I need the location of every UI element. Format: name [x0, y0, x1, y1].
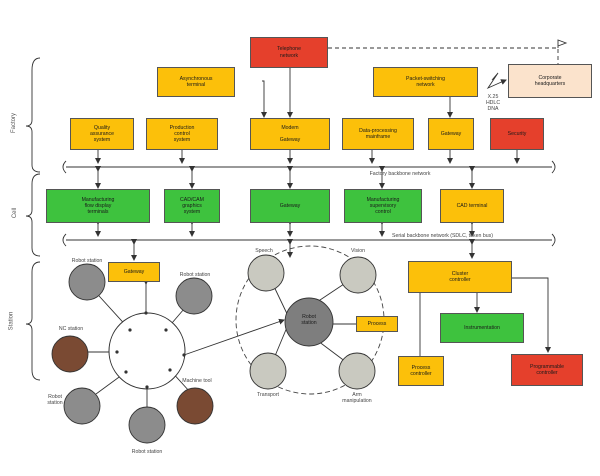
robot-station-hub-node	[284, 297, 334, 347]
process-station-box: Process	[356, 316, 398, 332]
transport-node	[249, 352, 287, 390]
data-processing-box: Data-processing mainframe	[342, 118, 414, 150]
corporate-headquarters-box: Corporate headquarters	[508, 64, 592, 98]
x25-protocol-label: X.25 HDLC DNA	[485, 94, 501, 113]
cad-terminal-box: CAD terminal	[440, 189, 504, 223]
programmable-controller-box: Programmable controller	[511, 354, 583, 386]
cell-level-label: Cell	[12, 207, 19, 219]
robot-station-label-2: Robot station	[179, 272, 211, 278]
robot-station-node-3	[63, 387, 101, 425]
serial-backbone-label: Serial backbone network (SDLC, token bus…	[392, 233, 493, 239]
production-control-box: Production control system	[146, 118, 218, 150]
speech-label: Speech	[255, 248, 273, 254]
robot-station-node-1	[68, 263, 106, 301]
gateway-station-box: Gateway	[108, 262, 160, 282]
gateway-cell-box: Gateway	[250, 189, 330, 223]
nc-station-node	[51, 335, 89, 373]
transport-label: Transport	[256, 392, 279, 398]
robot-station-label-3: Robot station	[47, 394, 63, 407]
manufacturing-flow-display-box: Manufacturing flow display terminals	[46, 189, 150, 223]
gateway-factory-box: Gateway	[428, 118, 474, 150]
process-controller-box: Process controller	[398, 356, 444, 386]
factory-brace	[25, 57, 41, 173]
arm-manipulation-node	[338, 352, 376, 390]
robot-station-node-2	[175, 277, 213, 315]
modem-gateway-box: Modem Gateway	[250, 118, 330, 150]
cad-cam-graphics-box: CAD/CAM graphics system	[164, 189, 220, 223]
machine-tool-node	[176, 387, 214, 425]
robot-station-label-4: Robot station	[131, 449, 163, 455]
instrumentation-box: Instrumentation	[440, 313, 524, 343]
asynchronous-terminal-box: Asynchronous terminal	[157, 67, 235, 97]
robot-station-node-4	[128, 406, 166, 444]
arm-manipulation-label: Arm manipulation	[342, 392, 372, 405]
machine-tool-label: Machine tool	[182, 378, 212, 384]
factory-backbone-label: Factory backbone network	[369, 171, 431, 177]
robot-station-hub-label: Robot station	[301, 314, 317, 327]
factory-level-label: Factory	[11, 112, 18, 134]
speech-node	[247, 254, 285, 292]
station-level-label: Station	[8, 311, 15, 331]
security-box: Security	[490, 118, 544, 150]
nc-station-label: NC station	[58, 326, 84, 332]
cluster-controller-box: Cluster controller	[408, 261, 512, 293]
telephone-network-box: Telephone network	[250, 37, 328, 68]
vision-label: Vision	[350, 248, 366, 254]
cell-brace	[25, 173, 41, 257]
manufacturing-supervisory-box: Manufacturing supervisory control	[344, 189, 422, 223]
vision-node	[339, 256, 377, 294]
packet-switching-network-box: Packet-switching network	[373, 67, 478, 97]
station-brace	[25, 261, 41, 381]
robot-station-label-1: Robot station	[71, 258, 103, 264]
quality-assurance-box: Quality assurance system	[70, 118, 134, 150]
